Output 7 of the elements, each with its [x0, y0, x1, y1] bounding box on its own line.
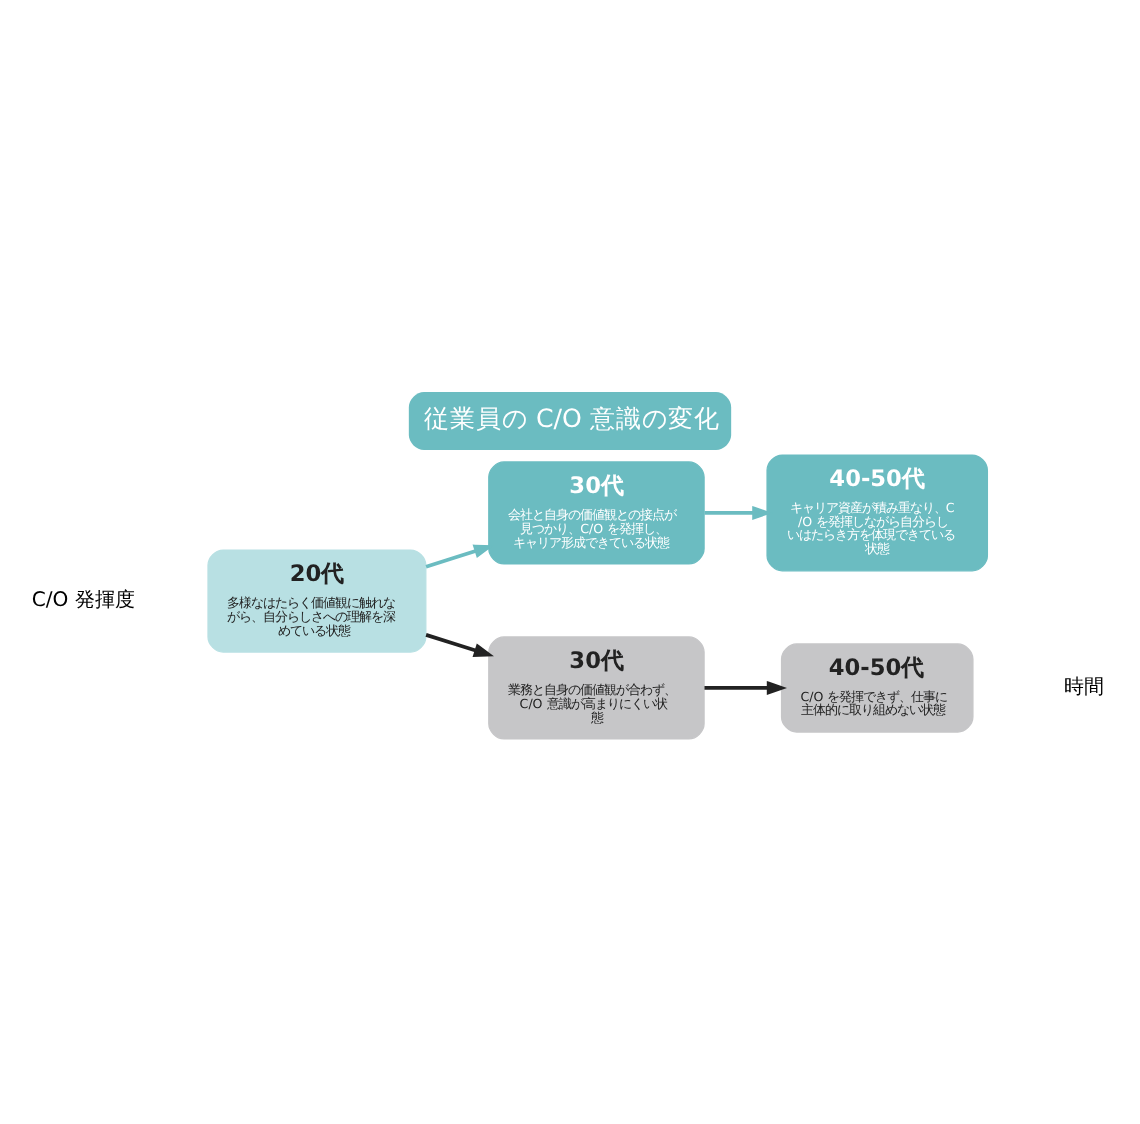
arrow: [425, 632, 494, 656]
arrow: [704, 504, 773, 520]
label: 時間: [1064, 675, 1105, 698]
arrow: [425, 543, 494, 568]
diagram-title: 従業員の C/O 意識の変化: [423, 402, 720, 433]
label: C/O 発揮度: [31, 588, 135, 611]
arrow: [704, 679, 787, 695]
